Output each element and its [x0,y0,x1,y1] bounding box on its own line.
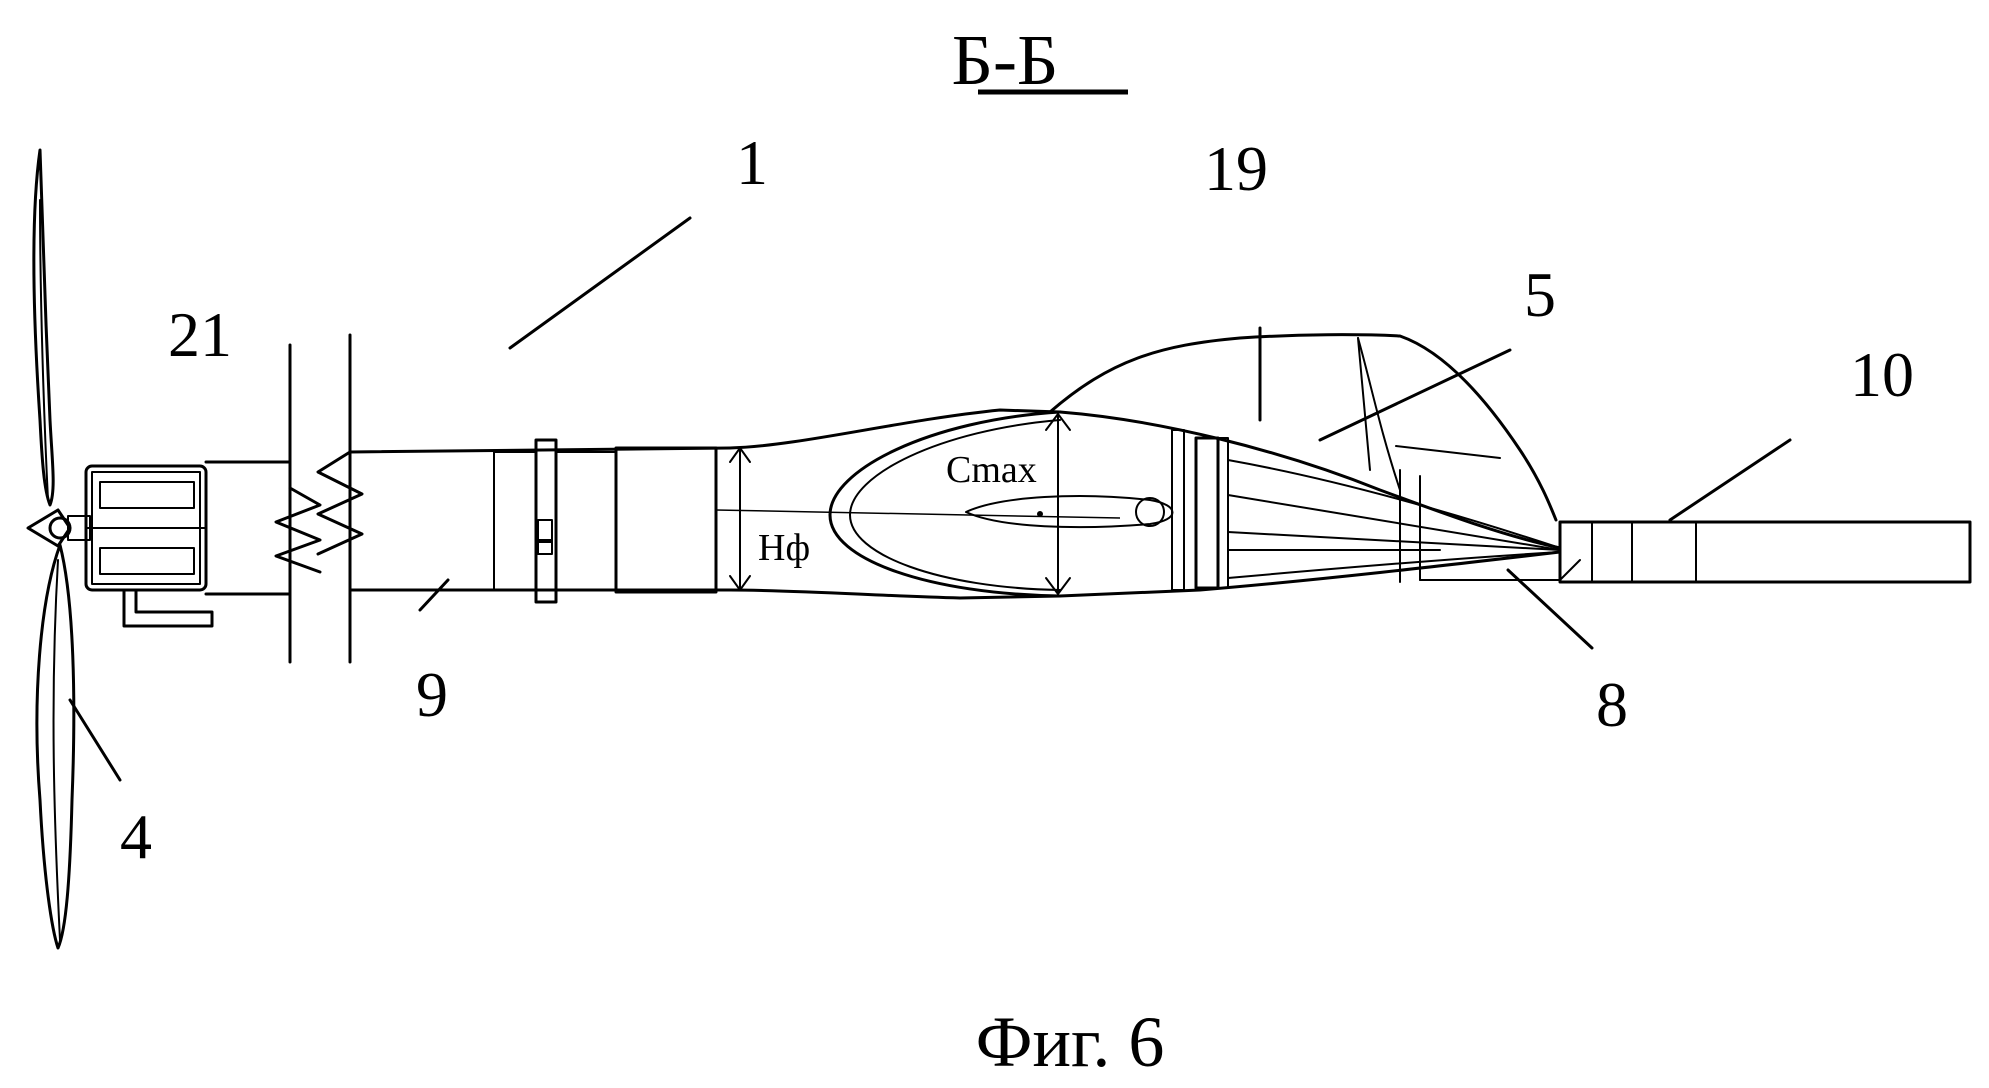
propeller [26,148,91,950]
label-part-9: 9 [416,659,448,730]
label-part-5: 5 [1524,259,1556,330]
leader-lines [68,216,1792,782]
vertical-fin [1048,333,1558,522]
dimension-cmax: Cmax [946,449,1037,491]
label-part-4: 4 [120,801,152,872]
section-title: Б-Б [952,20,1059,100]
label-part-10: 10 [1850,339,1914,410]
figure-caption: Фиг. 6 [976,1002,1165,1082]
label-part-8: 8 [1596,669,1628,740]
label-part-19: 19 [1204,133,1268,204]
fuselage-body [348,408,1121,604]
tail-boom [1558,520,1972,584]
motor [84,460,292,628]
label-part-1: 1 [736,127,768,198]
dimension-hf: Hф [758,527,810,569]
tail-section [1058,410,1581,598]
label-part-21: 21 [168,299,232,370]
break-lines [274,333,364,664]
wing-section [828,410,1174,598]
